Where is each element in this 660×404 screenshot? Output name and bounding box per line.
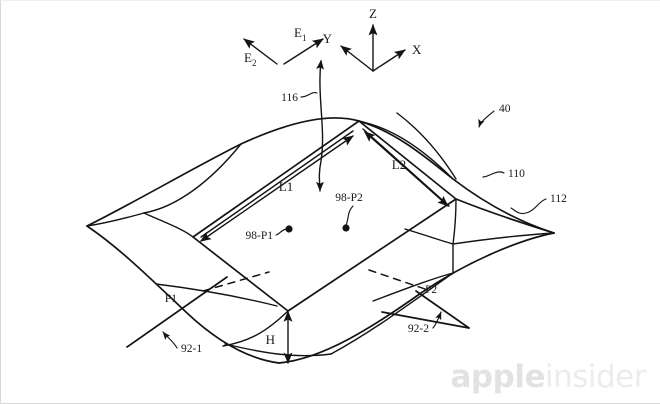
label-110: 110 [508, 168, 525, 180]
indicator-116-arrow [316, 59, 324, 192]
axis-x-label: X [412, 42, 422, 57]
surface-mesh-line-13 [404, 228, 454, 245]
l2-arrow-line [363, 131, 449, 207]
surface-mesh-line-7 [222, 310, 289, 347]
deflection-indicator-116: 116 [281, 59, 324, 192]
label-92-2: 92-2 [408, 323, 429, 335]
dimension-l2: L2 [363, 131, 449, 207]
surface-fold-line-112 [452, 232, 555, 245]
indicator-116-leader [300, 92, 318, 98]
label-112: 112 [550, 193, 567, 205]
surface-edge-lower-left [86, 225, 280, 364]
surface-mesh-line-6 [155, 283, 278, 307]
dashed-chord-p1 [202, 271, 270, 292]
surface-edge-lower-right [278, 232, 555, 364]
plane-line-92-1: 92-1 P1 [126, 271, 270, 355]
axis-y-arrow [340, 45, 374, 72]
point-98-p1-dot [285, 225, 293, 233]
surface-mesh-line-1 [143, 143, 242, 214]
reference-110: 110 [482, 168, 525, 180]
axis-x-arrow [372, 49, 406, 72]
label-92-1: 92-1 [181, 343, 202, 355]
label-116: 116 [281, 92, 298, 104]
field-vector-e2: E2 [243, 38, 278, 68]
surface-mesh-line-12 [452, 198, 457, 245]
surface-mesh-line-3 [143, 212, 194, 238]
plane-line-92-2: 92-2 P2 [368, 269, 470, 335]
appleinsider-watermark: appleinsider [450, 359, 647, 395]
line-92-2 [381, 311, 470, 329]
leader-110 [482, 171, 505, 178]
point-98-p2: 98-P2 [335, 192, 363, 232]
line-92-1 [126, 276, 228, 348]
label-98-p1: 98-P1 [246, 230, 274, 242]
e2-arrow-line [243, 38, 278, 65]
point-98-p2-dot [342, 224, 350, 232]
watermark-apple: apple [450, 359, 546, 395]
coordinate-axes: Z Y X [323, 6, 422, 72]
axis-z-label: Z [369, 6, 377, 21]
l2-label: L2 [392, 157, 406, 172]
dimension-h: H [266, 310, 293, 364]
leader-40 [478, 110, 495, 128]
surface-edge-upper-left [86, 117, 360, 227]
leader-92-1 [162, 331, 178, 349]
reference-40: 40 [478, 103, 511, 128]
dimension-l1: L1 [199, 135, 354, 242]
surface-mesh-line-9 [330, 272, 454, 355]
rectangle-inner-edge-top-left [200, 130, 354, 238]
l1-arrow-line [199, 135, 354, 242]
surface-mesh-line-10 [372, 272, 454, 302]
label-98-p2: 98-P2 [335, 192, 363, 204]
e2-label: E2 [244, 50, 256, 68]
label-p1: P1 [165, 293, 177, 305]
watermark-insider: insider [544, 359, 647, 395]
e1-label-sub: 1 [302, 33, 307, 43]
surface-mesh-line-8 [224, 343, 332, 357]
surface-fold-line-110 [455, 198, 555, 234]
dashed-chord-p2 [368, 269, 426, 290]
axis-y-label: Y [323, 31, 333, 46]
surface-mesh-line-2 [86, 212, 145, 227]
point-98-p1: 98-P1 [246, 225, 293, 242]
e1-label-base: E [294, 25, 302, 40]
e2-label-base: E [244, 50, 252, 65]
h-label: H [266, 332, 275, 347]
label-40: 40 [499, 103, 511, 115]
leader-92-2 [432, 311, 442, 329]
leader-98-p1 [275, 228, 288, 236]
e1-label: E1 [294, 25, 306, 43]
line-92-2b [415, 290, 470, 329]
e1-arrow-line [283, 38, 324, 65]
leader-112 [510, 198, 547, 215]
field-vector-e1: E1 [283, 25, 324, 65]
leader-98-p2 [345, 205, 354, 226]
e2-label-sub: 2 [252, 58, 257, 68]
reference-112: 112 [510, 193, 567, 215]
l1-label: L1 [279, 179, 293, 194]
label-p2: P2 [425, 284, 437, 296]
